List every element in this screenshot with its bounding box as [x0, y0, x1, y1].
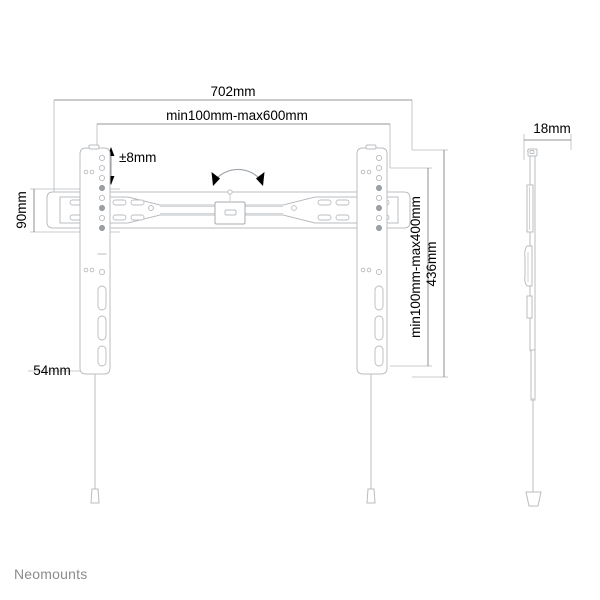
tilt-arc-icon: [211, 168, 265, 186]
label-vertical-adjust: ±8mm: [119, 150, 156, 165]
label-depth: 18mm: [533, 121, 571, 136]
dimension-overall-height: 436mm: [412, 149, 448, 378]
label-rail-range: min100mm-max600mm: [166, 108, 308, 123]
dimension-vesa-vertical: min100mm-max400mm: [390, 167, 432, 367]
label-rail-height: 90mm: [14, 191, 29, 229]
label-overall-height: 436mm: [424, 241, 439, 286]
left-vertical-bracket: [79, 144, 111, 375]
label-vesa-vertical: min100mm-max400mm: [408, 196, 423, 338]
label-overall-width: 702mm: [210, 84, 255, 99]
label-bottom-offset: 54mm: [33, 363, 71, 378]
dimension-vertical-adjust: ±8mm: [107, 147, 156, 185]
left-pull-cord: [90, 374, 100, 504]
right-pull-cord: [366, 374, 376, 504]
brand-logo: Neomounts: [14, 566, 88, 582]
right-vertical-bracket: [356, 144, 388, 375]
dimension-depth: 18mm: [523, 121, 572, 160]
side-view-profile: [524, 148, 542, 507]
horizontal-rail: [46, 189, 411, 229]
dimension-overall-width: 702mm: [53, 84, 413, 196]
